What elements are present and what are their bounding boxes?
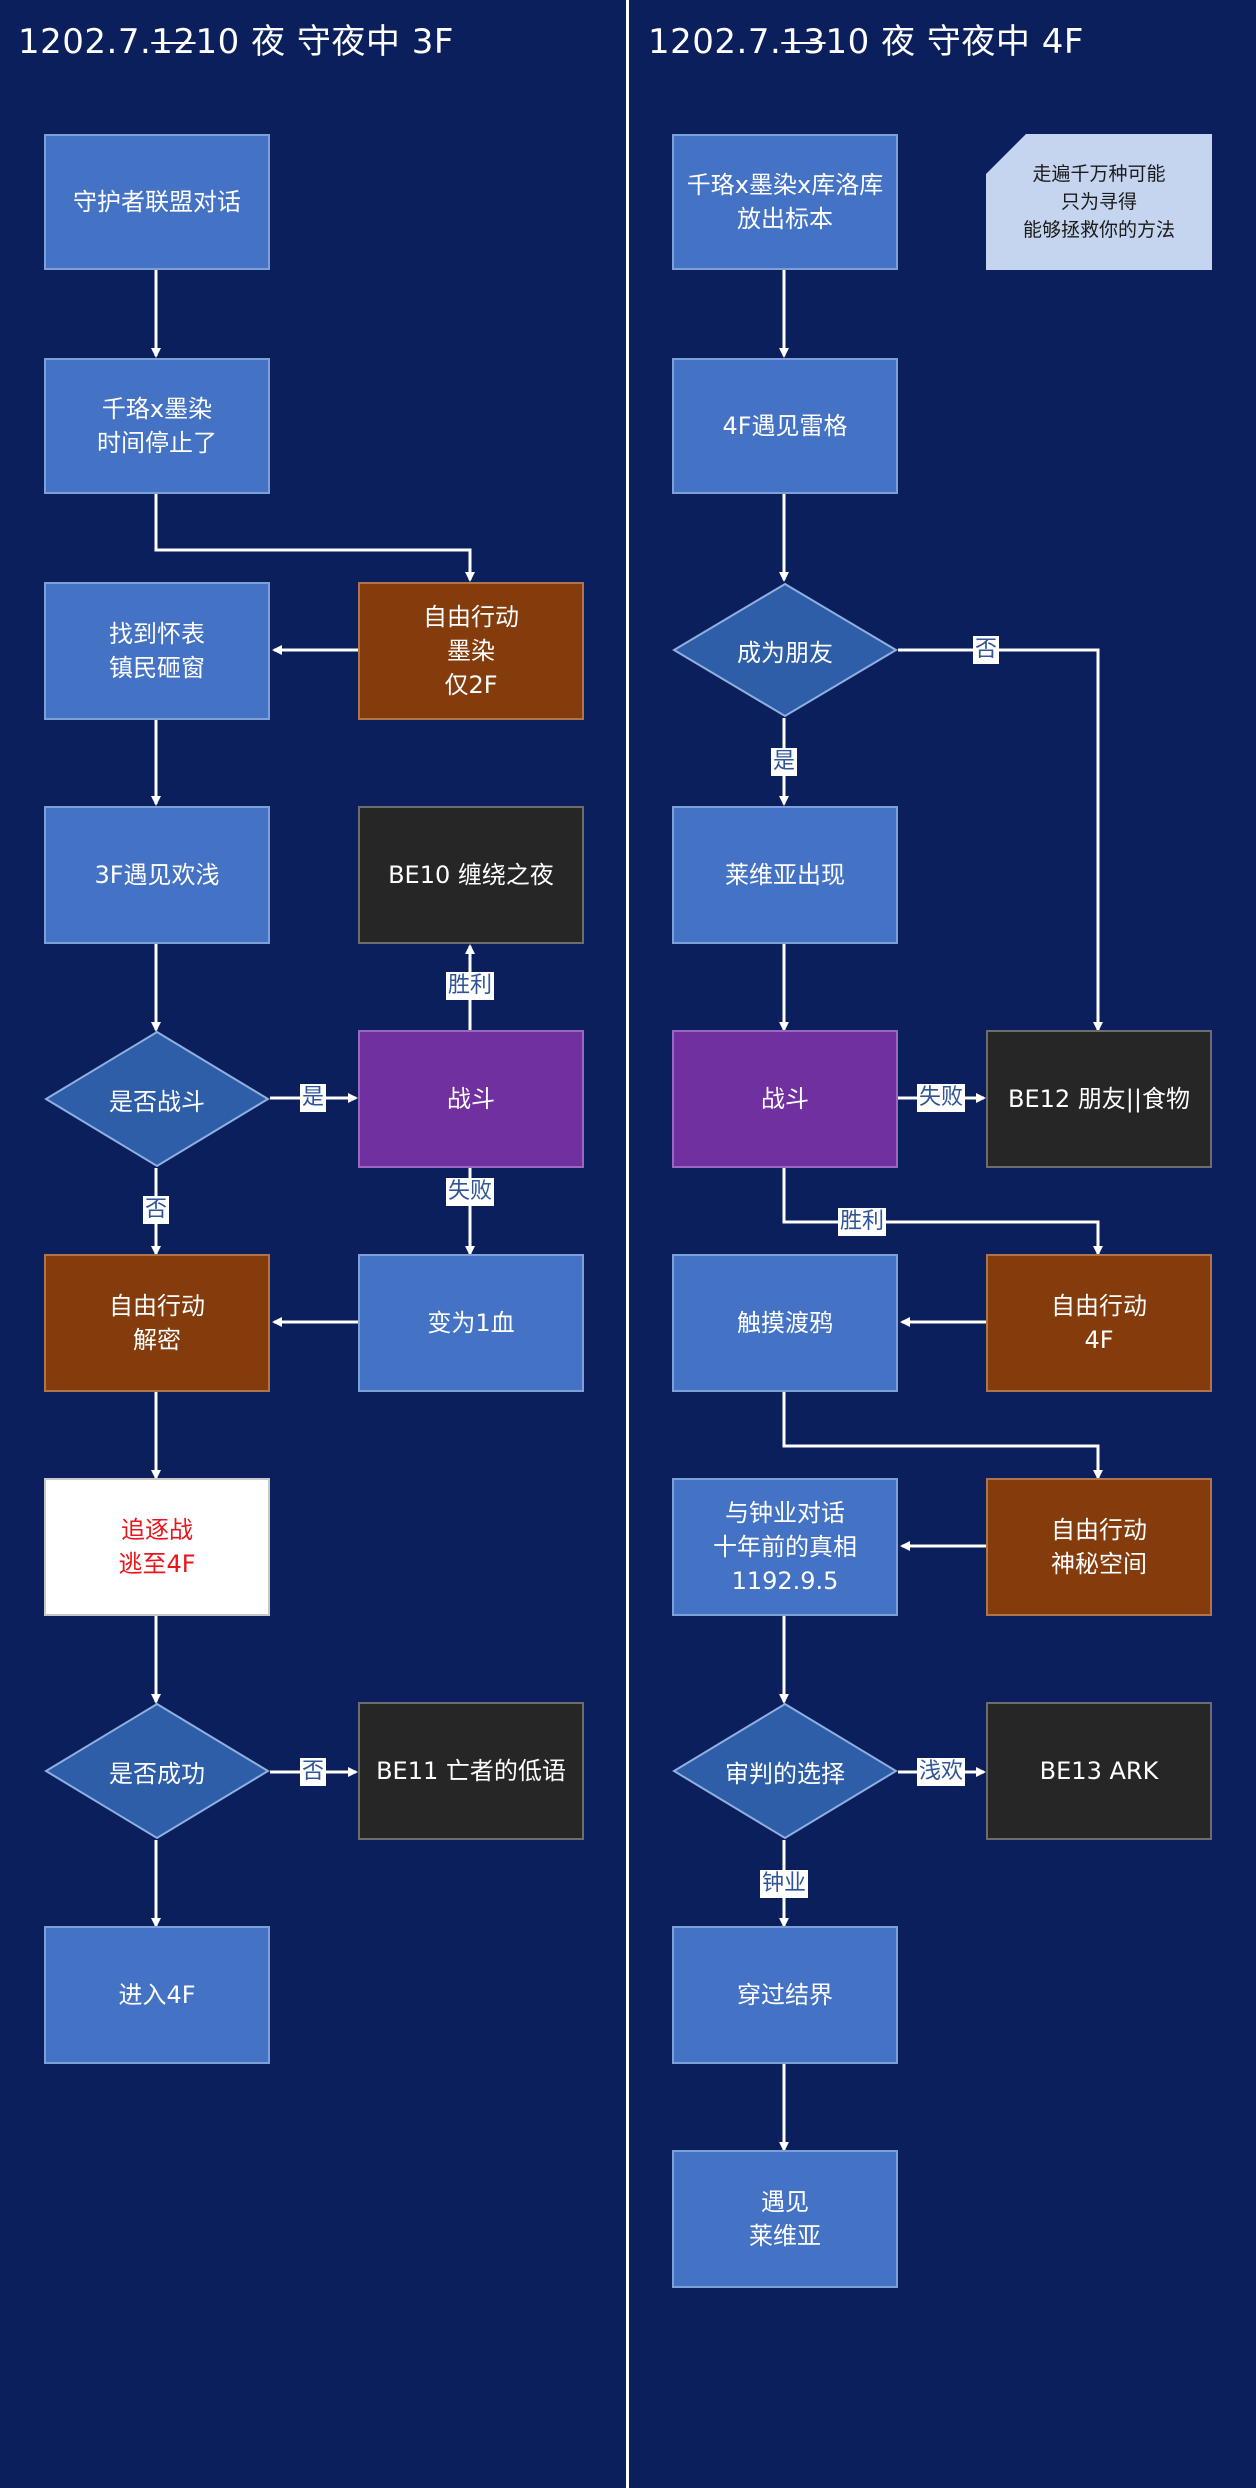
right-title-date: 1202.7. <box>648 22 782 62</box>
node-lavia-appear: 莱维亚出现 <box>672 806 898 944</box>
left-title-strike: 12 <box>151 22 196 62</box>
node-free-action-2f: 自由行动 墨染 仅2F <box>358 582 584 720</box>
edge-label-fail-left: 失败 <box>445 1178 495 1206</box>
node-find-watch: 找到怀表 镇民砸窗 <box>44 582 270 720</box>
edge-friendq-to-be12 <box>898 648 1103 1032</box>
decision-friend: 成为朋友 <box>672 582 898 718</box>
node-meet-3f: 3F遇见欢浅 <box>44 806 270 944</box>
node-enter-4f: 进入4F <box>44 1926 270 2064</box>
node-guardian-dialog: 守护者联盟对话 <box>44 134 270 270</box>
node-be11: BE11 亡者的低语 <box>358 1702 584 1840</box>
decision-success: 是否成功 <box>44 1702 270 1840</box>
node-touch-crow: 触摸渡鸦 <box>672 1254 898 1392</box>
left-column-title: 1202.7.1210 夜 守夜中 3F <box>18 14 454 63</box>
node-pass-barrier: 穿过结界 <box>672 1926 898 2064</box>
node-release-specimen: 千珞x墨染x库洛库 放出标本 <box>672 134 898 270</box>
decision-fight-label: 是否战斗 <box>109 1087 205 1116</box>
decision-judgement-label: 审判的选择 <box>725 1759 845 1788</box>
edge-timestop-to-free2f <box>154 494 475 582</box>
edge-label-no-right: 否 <box>972 636 1000 664</box>
edge-label-win-right: 胜利 <box>837 1208 887 1236</box>
node-talk-zhongye: 与钟业对话 十年前的真相 1192.9.5 <box>672 1478 898 1616</box>
node-hp-1: 变为1血 <box>358 1254 584 1392</box>
decision-friend-label: 成为朋友 <box>737 638 833 667</box>
node-be12: BE12 朋友||食物 <box>986 1030 1212 1168</box>
column-divider <box>626 0 629 2488</box>
node-free-action-mystery: 自由行动 神秘空间 <box>986 1478 1212 1616</box>
node-free-action-4f: 自由行动 4F <box>986 1254 1212 1392</box>
node-battle-left: 战斗 <box>358 1030 584 1168</box>
edge-label-yes-right: 是 <box>770 748 798 776</box>
edge-touchcrow-to-freemystery <box>782 1392 1103 1480</box>
node-chase: 追逐战 逃至4F <box>44 1478 270 1616</box>
node-meet-lavia: 遇见 莱维亚 <box>672 2150 898 2288</box>
note-quote: 走遍千万种可能 只为寻得 能够拯救你的方法 <box>986 134 1212 270</box>
decision-judgement: 审判的选择 <box>672 1702 898 1840</box>
decision-fight: 是否战斗 <box>44 1030 270 1168</box>
node-meet-reig: 4F遇见雷格 <box>672 358 898 494</box>
right-column-title: 1202.7.1310 夜 守夜中 4F <box>648 14 1084 63</box>
edge-label-fail-right: 失败 <box>916 1084 966 1112</box>
node-free-action-decrypt: 自由行动 解密 <box>44 1254 270 1392</box>
left-title-date: 1202.7. <box>18 22 152 62</box>
edge-label-yes-left: 是 <box>299 1084 327 1112</box>
right-title-strike: 13 <box>781 22 826 62</box>
right-title-rest: 10 夜 守夜中 4F <box>825 22 1084 62</box>
edge-battle-to-free4f <box>782 1168 1103 1256</box>
edge-label-zhongye: 钟业 <box>759 1870 809 1898</box>
node-be13: BE13 ARK <box>986 1702 1212 1840</box>
edge-label-no-left: 否 <box>142 1196 170 1224</box>
node-time-stop: 千珞x墨染 时间停止了 <box>44 358 270 494</box>
edge-label-qianhuan: 浅欢 <box>916 1758 966 1786</box>
edge-label-win-left: 胜利 <box>445 972 495 1000</box>
node-battle-right: 战斗 <box>672 1030 898 1168</box>
decision-success-label: 是否成功 <box>109 1759 205 1788</box>
left-title-rest: 10 夜 守夜中 3F <box>195 22 454 62</box>
node-be10: BE10 缠绕之夜 <box>358 806 584 944</box>
edge-label-no2-left: 否 <box>299 1758 327 1786</box>
